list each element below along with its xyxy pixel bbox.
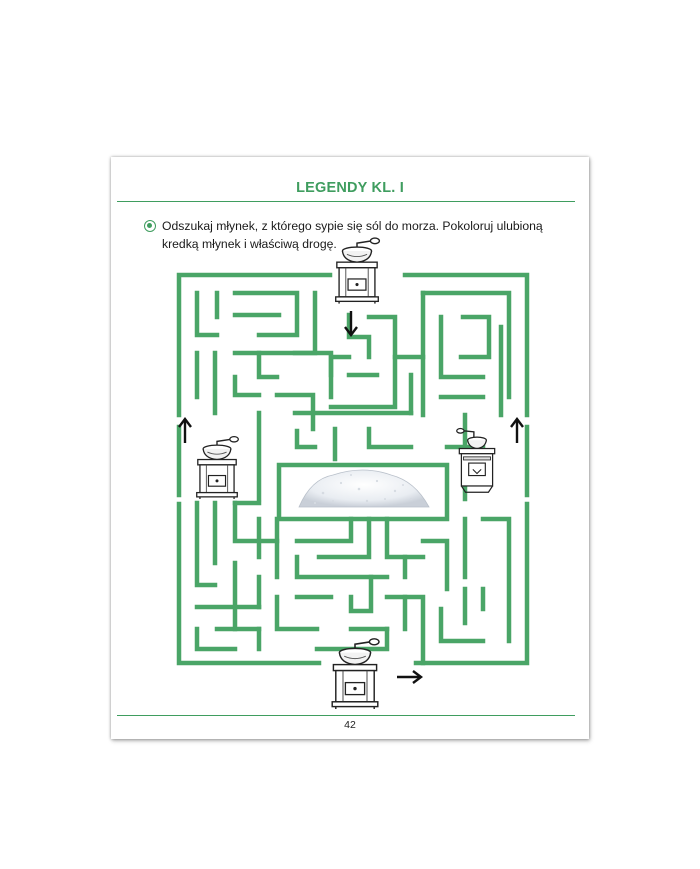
maze-walls: [176, 272, 530, 666]
page-number: 42: [344, 719, 356, 731]
arrow-up-left-icon: [178, 417, 192, 443]
maze-illustration: [176, 237, 530, 710]
bottom-rule: [117, 715, 575, 716]
workbook-page: LEGENDY KL. I Odszukaj młynek, z którego…: [111, 157, 589, 739]
grinder-left-icon: [196, 435, 240, 499]
instruction-text: Odszukaj młynek, z którego sypie się sól…: [162, 219, 543, 251]
arrow-right-icon: [397, 670, 423, 684]
bullet-icon: [144, 220, 156, 232]
arrows: [178, 311, 524, 684]
page-title: LEGENDY KL. I: [296, 180, 404, 196]
grinder-right-icon: [455, 427, 496, 493]
arrow-up-right-icon: [510, 417, 524, 443]
grinder-top-icon: [334, 237, 381, 305]
salt-pile-image: [298, 469, 430, 508]
top-rule: [117, 201, 575, 202]
arrow-down-icon: [344, 311, 358, 337]
